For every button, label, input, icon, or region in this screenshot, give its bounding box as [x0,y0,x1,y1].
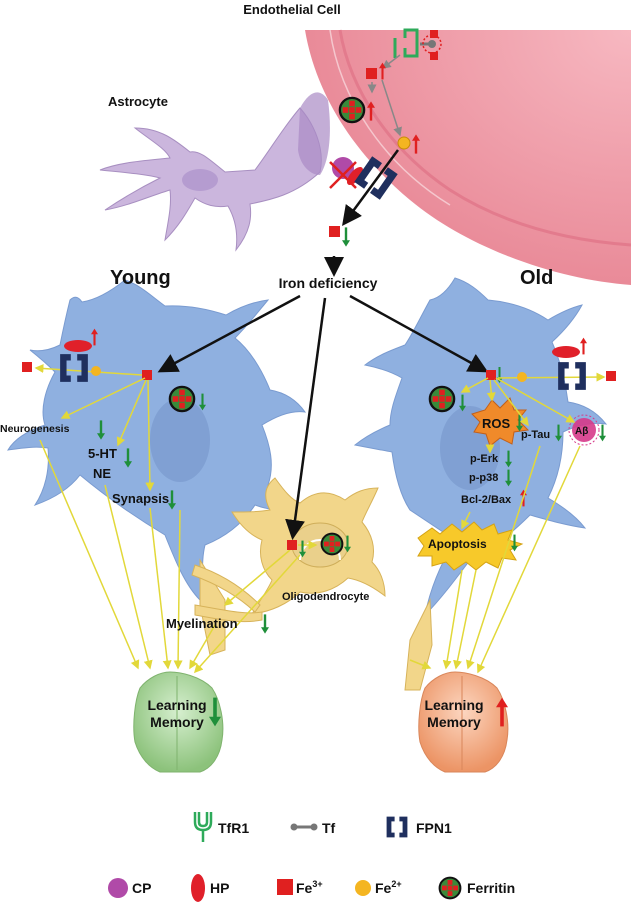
young-pathway-arrows [39,377,301,674]
legend-hp: HP [191,874,229,902]
iron-deficiency-label: Iron deficiency [279,275,378,291]
hp-icon [346,166,364,186]
fe2-icon [397,136,411,150]
tfr1-icon [193,812,213,842]
legend-tf-label: Tf [322,820,336,836]
p-tau-label: p-Tau [521,429,550,441]
endothelial-cell-label: Endothelial Cell [243,2,341,17]
svg-text:Fe2+: Fe2+ [375,879,402,896]
p-p38-label: p-p38 [469,472,498,484]
endothelial-transport [338,28,442,154]
astrocyte-label: Astrocyte [108,94,168,109]
p-erk-label: p-Erk [470,453,499,465]
neurogenesis-label: Neurogenesis [0,423,70,435]
legend-fe2-label: Fe [375,880,392,896]
astrocyte-cell [99,92,330,252]
legend-cp-label: CP [132,880,151,896]
old-label: Old [520,267,553,289]
legend-fe3-label: Fe [296,880,313,896]
legend-fe3-sup: 3+ [312,879,322,889]
oligodendrocyte-label: Oligodendrocyte [282,591,369,603]
ros-label: ROS [482,416,511,431]
ros-burst-icon [471,397,530,447]
ne-label: NE [93,466,111,481]
cp-icon [332,157,354,179]
young-brain [133,671,224,773]
legend-hp-label: HP [210,880,229,896]
5ht-label: 5-HT [88,446,117,461]
oligo-iron [287,532,351,558]
old-memory-label: Memory [427,714,481,730]
legend-cp: CP [108,878,151,898]
legend-fe2-sup: 2+ [391,879,401,889]
bbb-efflux [324,149,400,277]
fpn1-legend-icon [386,816,408,838]
legend: TfR1 Tf FPN1 CP HP Fe3+ [108,812,515,902]
legend-fe2: Fe2+ [355,879,402,896]
hp-legend-icon [191,874,205,902]
legend-fpn1-label: FPN1 [416,820,452,836]
tfr1-receptor-icon [393,28,419,58]
young-learning-label: Learning [147,697,206,713]
apoptosis-label: Apoptosis [428,537,487,551]
svg-text:Fe3+: Fe3+ [296,879,323,896]
iron-deficiency-arrows [157,294,489,540]
fe3-icon [366,68,377,79]
fe3-legend-icon [277,879,293,895]
young-label: Young [110,267,171,289]
old-brain [418,671,509,773]
legend-tfr1: TfR1 [193,812,249,842]
legend-fe3: Fe3+ [277,879,323,896]
old-learning-label: Learning [424,697,483,713]
abeta-label: Aβ [575,426,588,437]
myelination-label: Myelination [166,616,238,631]
fe2-legend-icon [355,880,371,896]
legend-fpn1: FPN1 [386,816,452,838]
legend-ferritin: Ferritin [438,876,515,900]
legend-tfr1-label: TfR1 [218,820,249,836]
endothelial-cell [305,29,631,285]
synapsis-label: Synapsis [112,491,169,506]
young-memory-label: Memory [150,714,204,730]
legend-tf: Tf [290,820,336,836]
tf-legend-icon [310,823,318,831]
ferritin-icon [338,96,366,124]
apoptosis-starburst-icon [417,521,524,571]
ferritin-legend-icon [438,876,462,900]
bcl2-bax-label: Bcl-2/Bax [461,494,512,506]
young-iron-handling [22,328,206,413]
cp-legend-icon [108,878,128,898]
legend-ferritin-label: Ferritin [467,880,515,896]
old-iron-handling [428,337,616,447]
old-pathway-arrows [409,377,581,674]
abeta-plaque-icon [572,418,596,442]
